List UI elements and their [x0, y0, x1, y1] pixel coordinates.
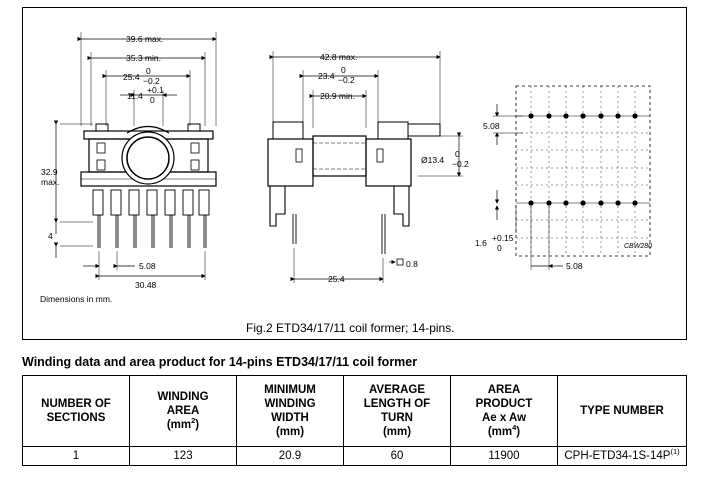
front-min-width: 35.3 min. — [126, 53, 161, 63]
pcb-row-pitch: 5.08 — [483, 121, 500, 131]
side-pin-square: 0.8 — [406, 259, 418, 269]
side-max-length: 42.8 max. — [320, 52, 357, 62]
side-length-23-4: 23.4 — [318, 71, 335, 81]
front-view — [53, 32, 217, 280]
cell-min-width: 20.9 — [236, 446, 344, 466]
dimensions-note: Dimensions in mm. — [40, 294, 113, 304]
table-title: Winding data and area product for 14-pin… — [22, 355, 418, 369]
front-width-11-4-lower: 0 — [150, 95, 155, 105]
cell-type-number: CPH-ETD34-1S-14P(1) — [557, 446, 687, 466]
figure-panel: 39.6 max. 35.3 min. 25.4 0 −0.2 11.4 +0.… — [22, 7, 687, 340]
side-diameter: Ø13.4 — [421, 155, 444, 165]
side-length-23-4-lower: −0.2 — [338, 75, 355, 85]
header-winding-area: WINDING AREA (mm2) — [129, 375, 237, 447]
front-width-25-4: 25.4 — [123, 72, 140, 82]
cell-winding-area: 123 — [129, 446, 237, 466]
header-min-width: MINIMUM WINDING WIDTH (mm) — [236, 375, 344, 447]
front-max-width: 39.6 max. — [126, 34, 163, 44]
pcb-hole: 1.6 — [475, 238, 487, 248]
side-diameter-lower: −0.2 — [452, 159, 469, 169]
header-area-product: AREA PRODUCT Ae x Aw (mm4) — [450, 375, 558, 447]
table-header-row: NUMBER OF SECTIONS WINDING AREA (mm2) MI… — [22, 375, 687, 447]
front-pin-span: 30.48 — [135, 280, 157, 290]
coil-former-drawing: 39.6 max. 35.3 min. 25.4 0 −0.2 11.4 +0.… — [41, 32, 652, 290]
front-pin-pitch: 5.08 — [139, 261, 156, 271]
front-pin-length: 4 — [48, 231, 53, 241]
front-width-11-4: 11.4 — [127, 91, 143, 101]
header-type-number: TYPE NUMBER — [557, 375, 687, 447]
side-winding-min: 20.9 min. — [320, 91, 355, 101]
side-diameter-upper: 0 — [455, 149, 460, 159]
header-avg-turn: AVERAGE LENGTH OF TURN (mm) — [343, 375, 451, 447]
front-width-25-4-upper: 0 — [146, 66, 151, 76]
side-length-23-4-upper: 0 — [341, 65, 346, 75]
figure-caption: Fig.2 ETD34/17/11 coil former; 14-pins. — [246, 321, 455, 335]
winding-data-table: NUMBER OF SECTIONS WINDING AREA (mm2) MI… — [22, 375, 687, 466]
side-pin-spacing: 25.4 — [328, 274, 345, 284]
front-width-11-4-upper: +0.1 — [147, 85, 164, 95]
table-row: 1 123 20.9 60 11900 CPH-ETD34-1S-14P(1) — [22, 446, 687, 466]
pcb-holes — [528, 113, 638, 206]
front-width-25-4-lower: −0.2 — [143, 76, 160, 86]
pcb-hole-lower: 0 — [497, 243, 502, 253]
header-sections: NUMBER OF SECTIONS — [22, 375, 130, 447]
cell-area-product: 11900 — [450, 446, 558, 466]
pcb-hole-upper: +0.15 — [492, 233, 514, 243]
front-height-suffix: max. — [41, 177, 59, 187]
cell-sections: 1 — [22, 446, 130, 466]
pcb-col-pitch: 5.08 — [566, 261, 583, 271]
drawing-code: CBW280 — [624, 243, 652, 250]
side-view — [267, 51, 463, 283]
front-height: 32.9 — [41, 167, 58, 177]
cell-avg-turn: 60 — [343, 446, 451, 466]
